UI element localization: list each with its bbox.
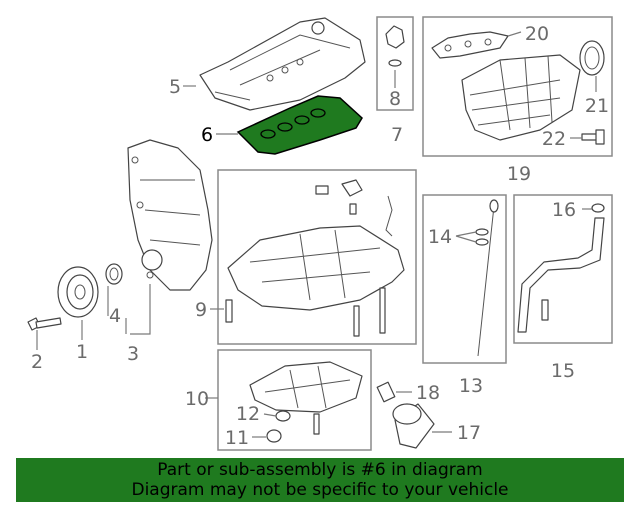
part-6-valve-cover-gasket	[236, 95, 363, 155]
label-19: 19	[507, 163, 531, 185]
box-15	[513, 194, 613, 344]
part-8-oil-cap	[385, 25, 405, 67]
part-5-valve-cover	[199, 17, 366, 111]
label-12: 12	[236, 403, 260, 425]
label-17: 17	[457, 422, 481, 444]
label-9: 9	[195, 299, 207, 321]
parts-diagram: 1 2 3 4 5 6 7 8 9 10 11 12 13 14 15 16 1…	[27, 16, 613, 451]
label-1: 1	[76, 341, 88, 363]
part-17-oil-filter	[392, 403, 435, 449]
part-3-timing-cover	[127, 139, 213, 291]
label-5: 5	[169, 76, 181, 98]
label-3: 3	[127, 343, 139, 365]
part-15-dipstick-tube	[517, 217, 605, 333]
part-11-drain-plug	[266, 429, 282, 443]
banner-line-1: Part or sub-assembly is #6 in diagram	[157, 460, 483, 480]
label-6: 6	[201, 124, 213, 146]
label-21: 21	[585, 95, 609, 117]
part-12-washer	[275, 410, 291, 422]
part-22-bolt	[581, 129, 605, 145]
label-11: 11	[225, 427, 249, 449]
label-18: 18	[416, 382, 440, 404]
part-16-oring	[591, 203, 605, 213]
info-banner: Part or sub-assembly is #6 in diagram Di…	[16, 458, 624, 502]
label-16: 16	[552, 199, 576, 221]
label-7: 7	[391, 124, 403, 146]
part-13-dipstick	[477, 199, 499, 357]
box-7	[376, 16, 414, 111]
label-8: 8	[389, 88, 401, 110]
part-21-throttle-seal	[579, 40, 605, 76]
box-9	[217, 169, 417, 345]
leader-lines	[36, 31, 597, 438]
box-10	[217, 349, 372, 451]
part-20-intake-gasket	[431, 31, 509, 59]
box-19	[422, 16, 613, 157]
label-4: 4	[109, 305, 121, 327]
label-22: 22	[542, 128, 566, 150]
callout-labels: 1 2 3 4 5 6 7 8 9 10 11 12 13 14 15 16 1…	[31, 23, 609, 449]
part-intake-manifold	[461, 54, 581, 141]
banner-line-2: Diagram may not be specific to your vehi…	[131, 480, 509, 500]
part-4-front-seal	[105, 263, 123, 285]
label-15: 15	[551, 360, 575, 382]
label-10: 10	[185, 388, 209, 410]
label-14: 14	[428, 226, 452, 248]
parts-diagram-svg: 1 2 3 4 5 6 7 8 9 10 11 12 13 14 15 16 1…	[27, 16, 613, 451]
label-13: 13	[459, 375, 483, 397]
part-14-orings	[475, 228, 489, 246]
part-10-lower-oil-pan	[249, 361, 363, 435]
part-9-upper-oil-pan	[225, 179, 405, 337]
part-18-adapter	[376, 381, 396, 403]
part-2-bolt	[27, 317, 62, 331]
box-13	[422, 194, 507, 364]
part-1-balancer	[57, 266, 99, 318]
label-2: 2	[31, 351, 43, 373]
label-20: 20	[525, 23, 549, 45]
